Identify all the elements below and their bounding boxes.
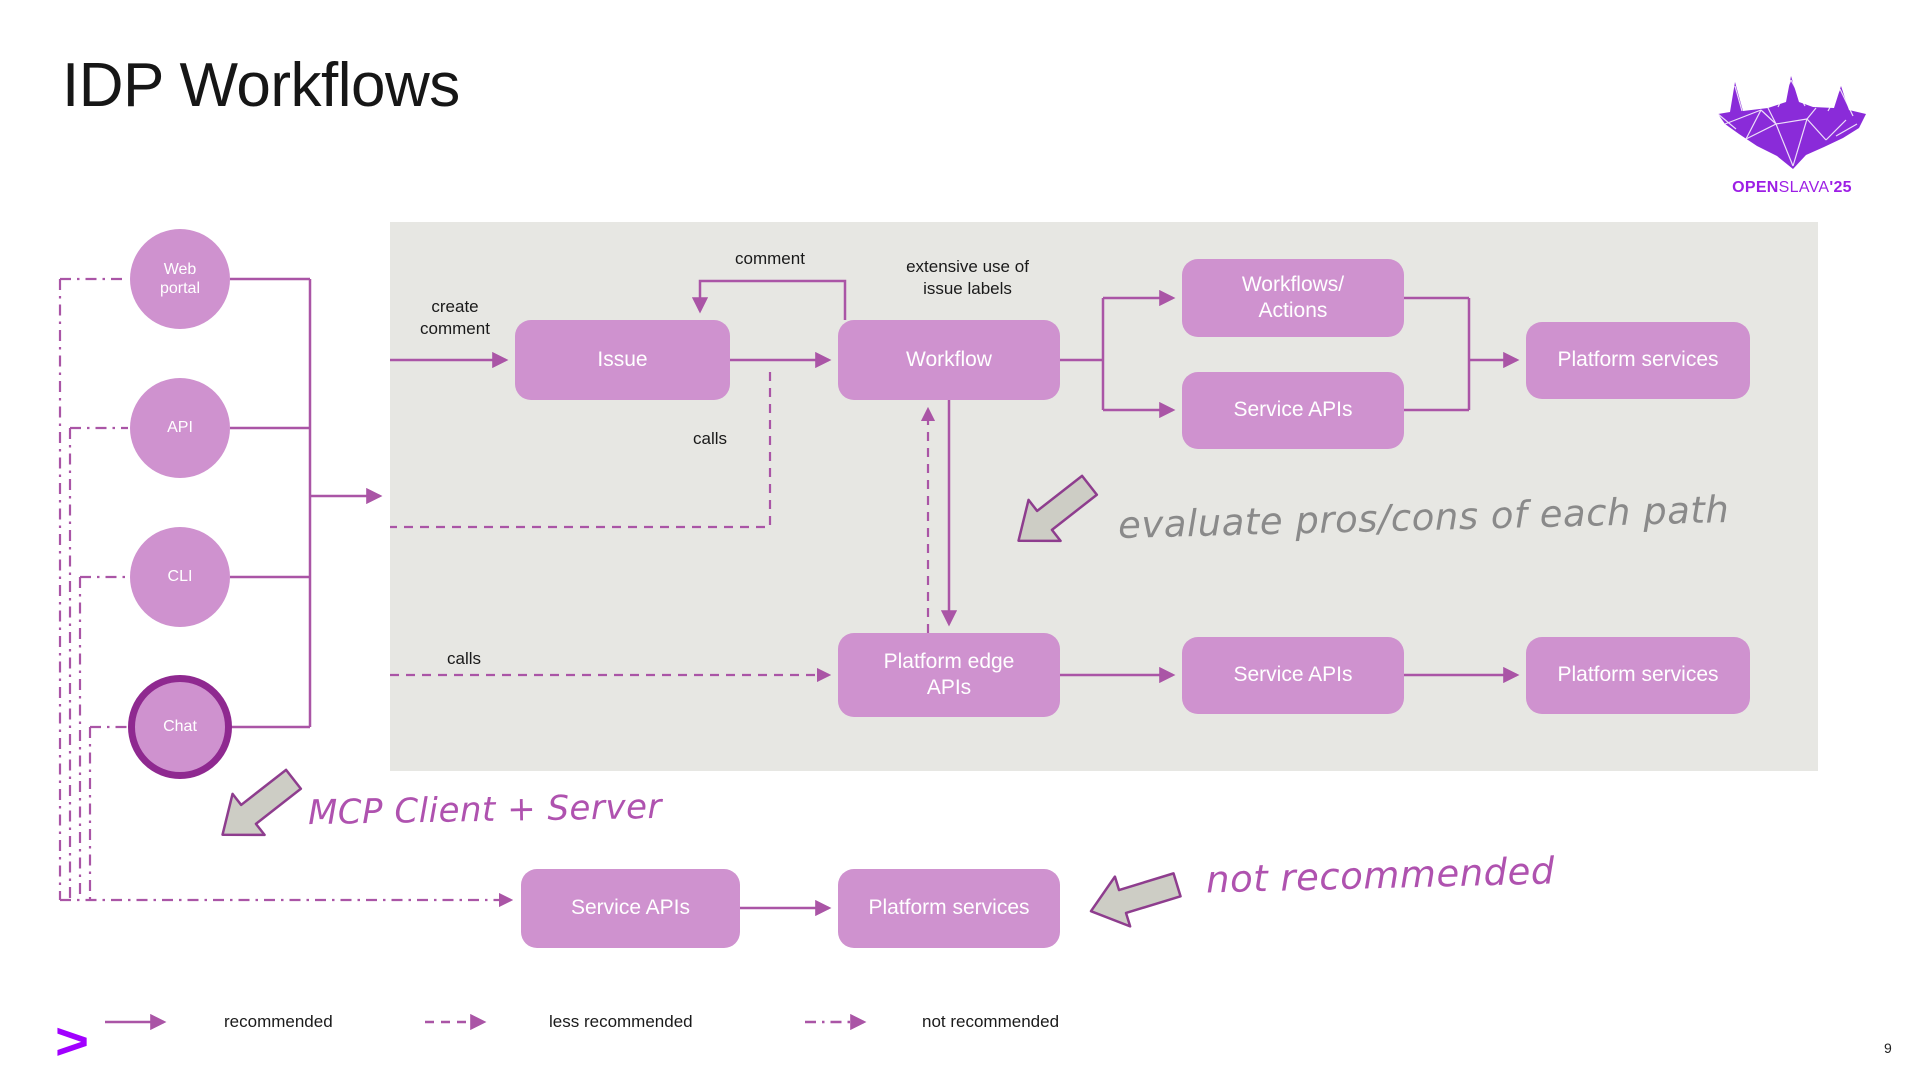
node-platform-edge-apis: Platform edge APIs [838, 633, 1060, 717]
page-number: 9 [1884, 1040, 1892, 1056]
block-arrow-mcp [221, 768, 303, 837]
legend-label-recommended: recommended [224, 1012, 333, 1031]
openslava-logo: OPENSLAVA'25 [1716, 74, 1868, 197]
annotation-mcp: MCP Client + Server [307, 786, 663, 834]
client-node-web-portal: Web portal [130, 229, 230, 329]
legend-label-less-recommended: less recommended [549, 1012, 693, 1031]
block-arrow-not-recommended [1089, 872, 1182, 928]
client-node-cli: CLI [130, 527, 230, 627]
node-workflow: Workflow [838, 320, 1060, 400]
node-issue: Issue [515, 320, 730, 400]
client-label: API [167, 419, 193, 437]
note-issue-labels: extensive use of issue labels [906, 257, 1029, 299]
page-title: IDP Workflows [62, 51, 460, 120]
openslava-wordmark: OPENSLAVA'25 [1716, 179, 1868, 197]
node-platform-services-mid: Platform services [1526, 637, 1750, 714]
node-service-apis-mid: Service APIs [1182, 637, 1404, 714]
annotation-not-recommended: not recommended [1205, 849, 1556, 902]
node-platform-services-bottom: Platform services [838, 869, 1060, 948]
client-label: Web portal [159, 260, 201, 297]
node-service-apis-bottom: Service APIs [521, 869, 740, 948]
edge-label-calls-issue: calls [692, 429, 727, 448]
castle-logo-icon [1717, 76, 1866, 169]
logo-open: OPEN [1732, 179, 1779, 196]
logo-slava: SLAVA [1778, 179, 1830, 196]
node-platform-services-top: Platform services [1526, 322, 1750, 399]
node-service-apis-top: Service APIs [1182, 372, 1404, 449]
accenture-logo: > [55, 1013, 90, 1071]
node-workflows-actions: Workflows/ Actions [1182, 259, 1404, 337]
logo-year: '25 [1829, 179, 1852, 196]
client-node-chat: Chat [128, 675, 232, 779]
edge-label-comment: comment [735, 249, 805, 268]
edge-label-calls-edge: calls [446, 649, 481, 668]
client-node-api: API [130, 378, 230, 478]
client-label: CLI [167, 568, 193, 586]
client-label: Chat [163, 718, 197, 736]
legend-label-not-recommended: not recommended [922, 1012, 1060, 1031]
edge-label-create-comment: create comment [420, 297, 490, 339]
